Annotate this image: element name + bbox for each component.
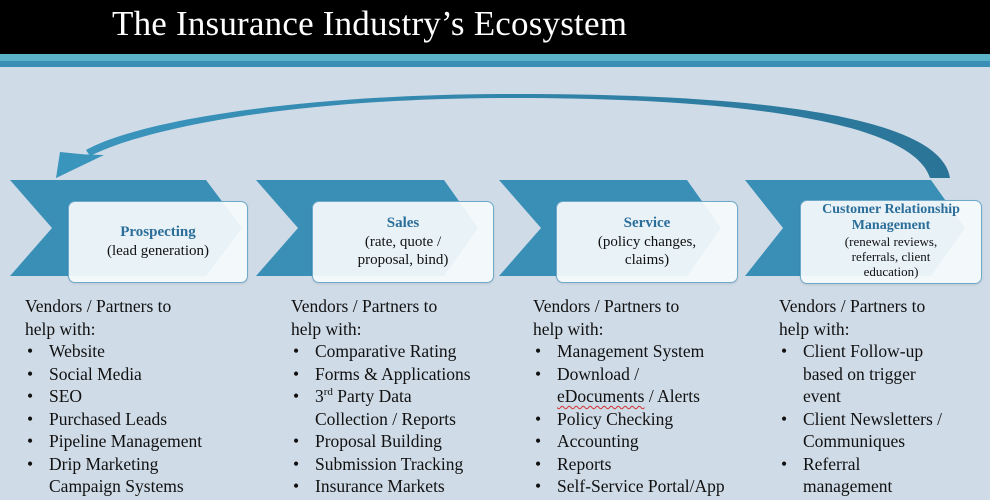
stage-subtitle: (lead generation) bbox=[106, 243, 210, 259]
list-item: Submission Tracking bbox=[291, 453, 471, 476]
vendor-list: Comparative Rating Forms & Applications … bbox=[291, 340, 471, 498]
stage-subtitle-line: referrals, client bbox=[851, 249, 931, 264]
vendors-intro: Vendors / Partners to bbox=[291, 296, 438, 316]
list-item: SEO bbox=[25, 385, 202, 408]
vendors-sales: Vendors / Partners to help with: Compara… bbox=[291, 295, 471, 498]
list-item-text: Communiques bbox=[803, 431, 906, 451]
list-item: Client Follow-up based on trigger event bbox=[779, 340, 942, 408]
list-item-line: Campaign Systems bbox=[49, 476, 184, 496]
list-item-text: Download / bbox=[557, 363, 640, 384]
stage-service: Service (policy changes, claims) bbox=[499, 180, 759, 290]
vendors-intro: help with: bbox=[533, 318, 604, 339]
stage-subtitle-line: (policy changes, bbox=[597, 234, 697, 250]
list-item-text: management bbox=[803, 476, 893, 496]
stage-title: Prospecting bbox=[120, 224, 196, 240]
list-item: 3rd Party Data Collection / Reports bbox=[291, 385, 471, 430]
list-item: Management System bbox=[533, 340, 725, 363]
stage-subtitle-line: (rate, quote / bbox=[364, 234, 442, 250]
list-item: Policy Checking bbox=[533, 408, 725, 431]
list-item: Insurance Markets bbox=[291, 475, 471, 498]
vendors-prospecting: Vendors / Partners to help with: Website… bbox=[25, 295, 202, 498]
list-item: Pipeline Management bbox=[25, 430, 202, 453]
list-item: Referral management bbox=[779, 453, 942, 498]
stage-sales: Sales (rate, quote / proposal, bind) bbox=[256, 180, 516, 290]
stage-subtitle-line: proposal, bind) bbox=[357, 252, 449, 268]
stage-title-line: Customer Relationship bbox=[822, 202, 960, 217]
vendors-crm: Vendors / Partners to help with: Client … bbox=[779, 295, 942, 498]
superscript: rd bbox=[323, 386, 333, 399]
stage-subtitle-line: education) bbox=[863, 264, 919, 279]
list-item-text: Party Data bbox=[332, 386, 412, 406]
stage-prospecting: Prospecting (lead generation) bbox=[10, 180, 270, 290]
stage-title-line: Management bbox=[851, 218, 931, 233]
list-item-text: event bbox=[803, 386, 841, 406]
list-item-text: Client Newsletters / bbox=[803, 408, 943, 429]
list-item-line: Drip Marketing bbox=[49, 453, 159, 474]
vendor-list: Management System Download / eDocuments … bbox=[533, 340, 725, 498]
vendors-intro: help with: bbox=[291, 318, 362, 339]
list-item: Proposal Building bbox=[291, 430, 471, 453]
list-item-text: Collection / Reports bbox=[315, 408, 456, 429]
stage-crm: Customer Relationship Management (renewa… bbox=[745, 180, 990, 290]
title-bar: The Insurance Industry’s Ecosystem bbox=[0, 0, 990, 54]
vendors-intro: help with: bbox=[779, 318, 850, 339]
vendors-intro: Vendors / Partners to bbox=[533, 296, 680, 316]
list-item: Social Media bbox=[25, 363, 202, 386]
list-item: Reports bbox=[533, 453, 725, 476]
stage-card: Customer Relationship Management (renewa… bbox=[800, 200, 982, 284]
list-item: Drip Marketing Campaign Systems bbox=[25, 453, 202, 498]
stage-title: Service bbox=[623, 215, 671, 231]
vendors-intro: Vendors / Partners to bbox=[25, 296, 172, 316]
accent-bar-dark bbox=[0, 61, 990, 67]
stage-card: Service (policy changes, claims) bbox=[556, 201, 738, 283]
page-title: The Insurance Industry’s Ecosystem bbox=[112, 4, 628, 43]
stage-subtitle-line: (renewal reviews, bbox=[844, 234, 938, 249]
list-item: Accounting bbox=[533, 430, 725, 453]
list-item: Self-Service Portal/App bbox=[533, 475, 725, 498]
stage-title: Sales bbox=[386, 215, 420, 231]
vendor-list: Website Social Media SEO Purchased Leads… bbox=[25, 340, 202, 498]
list-item: Download / eDocuments / Alerts bbox=[533, 363, 725, 408]
list-item: Website bbox=[25, 340, 202, 363]
accent-bar-light bbox=[0, 54, 990, 61]
list-item-text: based on trigger bbox=[803, 363, 916, 384]
list-item-text: 3 bbox=[315, 386, 324, 406]
list-item: Forms & Applications bbox=[291, 363, 471, 386]
spellcheck-underlined-text: eDocuments bbox=[557, 386, 645, 406]
list-item: Comparative Rating bbox=[291, 340, 471, 363]
stage-subtitle-line: claims) bbox=[624, 252, 670, 268]
list-item-text: Referral bbox=[803, 453, 861, 474]
list-item: Purchased Leads bbox=[25, 408, 202, 431]
vendor-list: Client Follow-up based on trigger event … bbox=[779, 340, 942, 498]
stage-card: Sales (rate, quote / proposal, bind) bbox=[312, 201, 494, 283]
stage-card: Prospecting (lead generation) bbox=[68, 201, 248, 283]
list-item: Client Newsletters / Communiques bbox=[779, 408, 942, 453]
vendors-intro: Vendors / Partners to bbox=[779, 296, 926, 316]
vendors-service: Vendors / Partners to help with: Managem… bbox=[533, 295, 725, 498]
list-item-text: Client Follow-up bbox=[803, 341, 924, 361]
list-item-text: / Alerts bbox=[644, 386, 700, 406]
vendors-intro: help with: bbox=[25, 318, 96, 339]
